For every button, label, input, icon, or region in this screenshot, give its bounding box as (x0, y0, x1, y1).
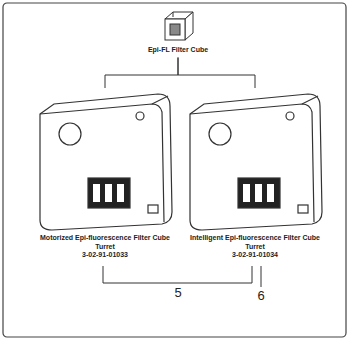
part-name: Motorized Epi-fluorescence Filter Cube T… (32, 234, 178, 251)
frame (3, 3, 346, 337)
part-group: Epi-FL Filter Cube (138, 6, 218, 58)
part-group: Intelligent Epi-fluorescence Filter Cube… (182, 88, 328, 263)
part-number: 3-02-91-01033 (32, 251, 178, 260)
callout-number: 6 (257, 289, 264, 303)
callout-bracket (103, 266, 261, 287)
part-number: 3-02-91-01034 (182, 251, 328, 260)
connector-line (105, 58, 178, 89)
filter-cube-icon (165, 12, 193, 40)
part-name: Epi-FL Filter Cube (138, 46, 218, 55)
turret-illustration (190, 94, 322, 230)
callout-number: 5 (174, 286, 181, 300)
part-name: Intelligent Epi-fluorescence Filter Cube… (182, 234, 328, 251)
part-group: Motorized Epi-fluorescence Filter Cube T… (32, 88, 178, 263)
turret-illustration (40, 94, 172, 230)
connector-line (178, 58, 255, 89)
